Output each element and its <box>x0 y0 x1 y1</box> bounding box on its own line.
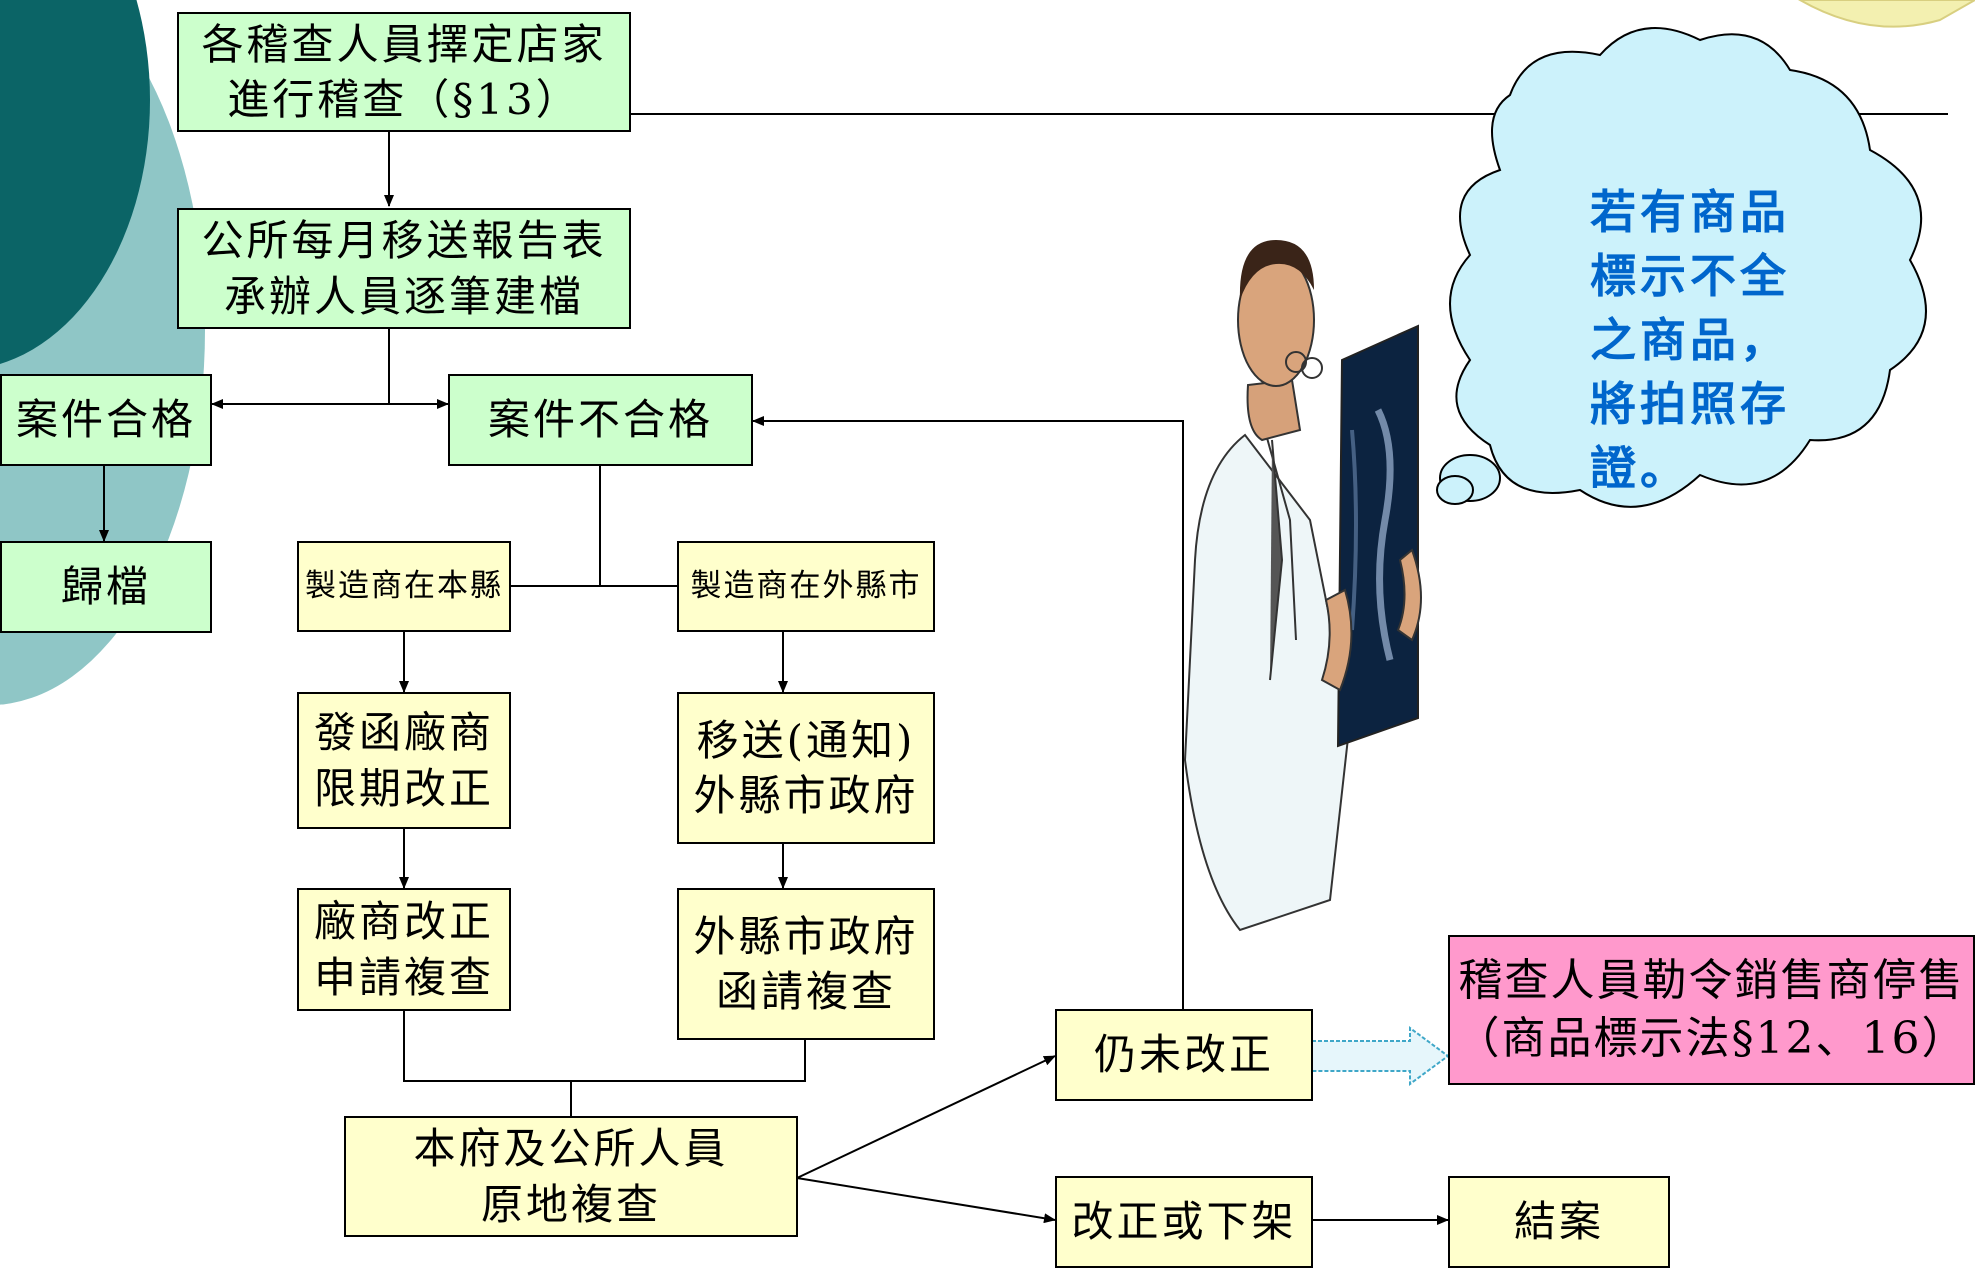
stop-sale-line2: （商品標示法§12、16） <box>1455 1013 1968 1064</box>
close-case-box: 結案 <box>1448 1176 1670 1268</box>
maker-local-label: 製造商在本縣 <box>305 568 503 605</box>
thought-bubble-small <box>1436 475 1474 505</box>
unqualified-box: 案件不合格 <box>448 374 753 466</box>
corner-decoration <box>1797 0 1975 28</box>
thought-cloud-icon <box>1436 27 1927 508</box>
recheck-line1: 本府及公所人員 <box>413 1124 729 1174</box>
thought-line4: 將拍照存 <box>1590 377 1790 431</box>
report-box: 公所每月移送報告表 承辦人員逐筆建檔 <box>177 208 631 329</box>
connector-to-not-fixed <box>796 1055 1056 1179</box>
county-box: 外縣市政府 函請複查 <box>677 888 935 1040</box>
transfer-box: 移送(通知) 外縣市政府 <box>677 692 935 844</box>
stop-sale-line1: 稽查人員勒令銷售商停售 <box>1458 954 1965 1006</box>
maker-fix-box: 廠商改正 申請複查 <box>297 888 511 1011</box>
not-fixed-label: 仍未改正 <box>1093 1030 1274 1080</box>
fixed-removed-box: 改正或下架 <box>1055 1176 1313 1268</box>
inspection-box: 各稽查人員擇定店家 進行稽查（§13） <box>177 12 631 132</box>
letter-line2: 限期改正 <box>313 763 494 813</box>
maker-other-box: 製造商在外縣市 <box>677 541 935 632</box>
qualified-label: 案件合格 <box>15 395 196 445</box>
thought-line1: 若有商品 <box>1590 185 1790 239</box>
stop-sale-box: 稽查人員勒令銷售商停售 （商品標示法§12、16） <box>1448 935 1975 1085</box>
recheck-box: 本府及公所人員 原地複查 <box>344 1116 798 1237</box>
transfer-line2: 外縣市政府 <box>693 771 919 820</box>
archive-box: 歸檔 <box>0 541 212 633</box>
report-line2: 承辦人員逐筆建檔 <box>223 271 584 321</box>
connector-merge-left <box>403 1010 571 1082</box>
doctor-icon <box>1183 240 1422 932</box>
letter-line1: 發函廠商 <box>313 708 494 758</box>
maker-fix-line1: 廠商改正 <box>313 897 494 947</box>
inspection-line2: 進行稽查（§13） <box>227 75 581 124</box>
maker-other-label: 製造商在外縣市 <box>690 568 922 605</box>
connector-merge-right <box>571 1040 806 1082</box>
recheck-line2: 原地複查 <box>480 1179 661 1229</box>
close-case-label: 結案 <box>1513 1197 1604 1247</box>
county-line2: 函請複查 <box>715 967 896 1016</box>
unqualified-label: 案件不合格 <box>487 395 713 445</box>
county-line1: 外縣市政府 <box>693 911 919 961</box>
archive-label: 歸檔 <box>60 562 151 612</box>
fixed-removed-label: 改正或下架 <box>1071 1197 1297 1247</box>
connector-loop-back <box>752 416 1184 1009</box>
inspection-line1: 各稽查人員擇定店家 <box>201 19 607 69</box>
not-fixed-box: 仍未改正 <box>1055 1009 1313 1101</box>
thought-line2: 標示不全 <box>1590 249 1790 303</box>
thought-line3: 之商品， <box>1590 313 1790 367</box>
connector-to-fixed <box>796 1177 1056 1224</box>
maker-fix-line2: 申請複查 <box>313 952 494 1002</box>
dark-teal-circle <box>0 0 150 364</box>
hollow-arrow-icon <box>1311 1026 1450 1086</box>
thought-text: 若有商品 標示不全 之商品， 將拍照存 證。 <box>1590 180 1850 500</box>
maker-local-box: 製造商在本縣 <box>297 541 511 632</box>
letter-box: 發函廠商 限期改正 <box>297 692 511 829</box>
thought-line5: 證。 <box>1590 441 1690 495</box>
report-line1: 公所每月移送報告表 <box>201 216 607 266</box>
transfer-line1: 移送(通知) <box>696 715 916 765</box>
qualified-box: 案件合格 <box>0 374 212 466</box>
